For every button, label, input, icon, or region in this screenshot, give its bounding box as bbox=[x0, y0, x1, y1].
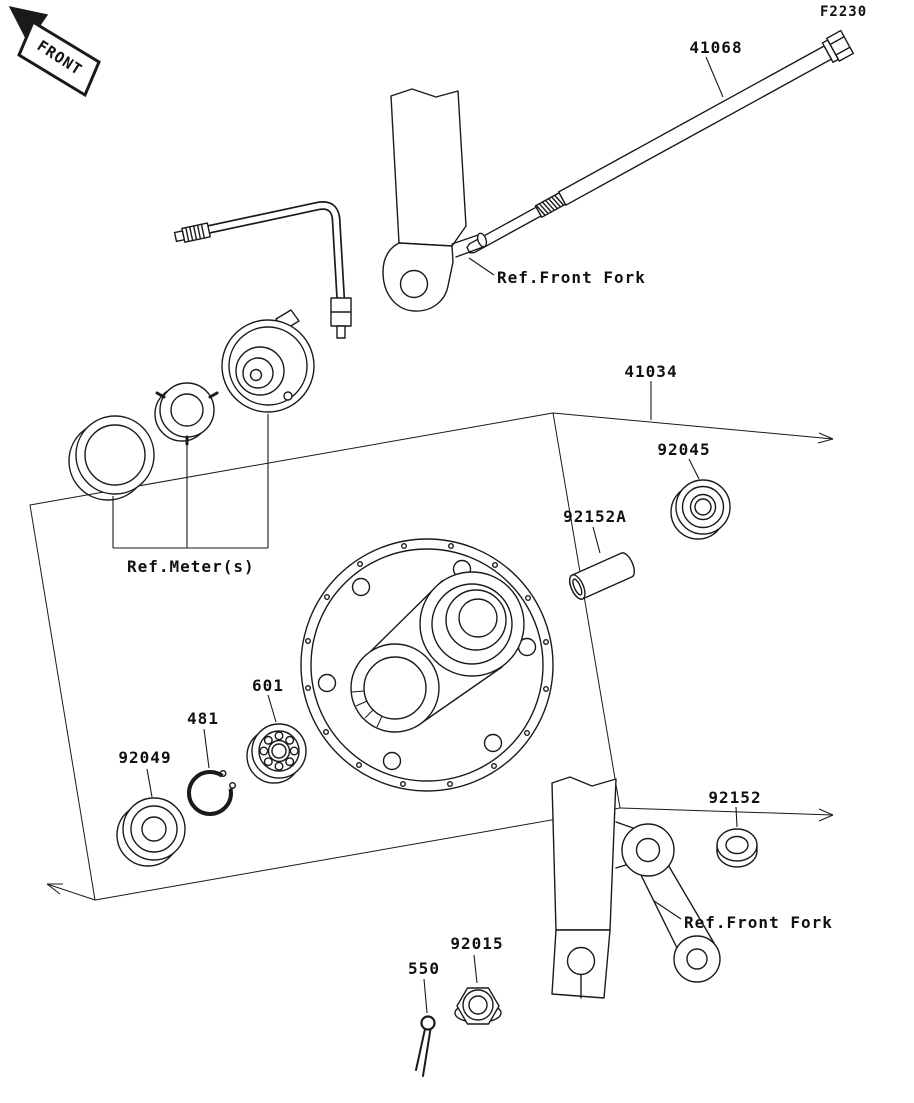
callout-seal: 92049 bbox=[118, 748, 171, 767]
callout-bearing-up: 92045 bbox=[657, 440, 710, 459]
leader-601 bbox=[267, 694, 277, 723]
leader-92152 bbox=[735, 806, 738, 828]
callout-axle: 41068 bbox=[689, 38, 742, 57]
front-direction-flag: FRONT bbox=[8, 6, 101, 98]
ref-meter: Ref.Meter(s) bbox=[127, 557, 255, 576]
bolt-holes bbox=[317, 559, 537, 771]
collar-inner-part bbox=[569, 552, 635, 600]
bearing-balls bbox=[259, 731, 299, 771]
leader-481 bbox=[203, 728, 210, 769]
front-axle-part bbox=[466, 29, 854, 254]
leader-41068 bbox=[705, 56, 724, 98]
part-callouts: 41068 41034 92045 92152A 92152 92049 481… bbox=[118, 38, 761, 978]
axle-nut-part bbox=[454, 987, 502, 1025]
ref-front-fork-lower: Ref.Front Fork bbox=[684, 913, 833, 932]
leader-92045 bbox=[688, 458, 700, 480]
front-hub-part bbox=[300, 538, 554, 792]
speedometer-cable-part bbox=[173, 201, 352, 339]
meter-housing-ring-part bbox=[68, 415, 155, 501]
meter-gear-drive-part bbox=[221, 309, 315, 413]
front-fork-lower-part bbox=[551, 776, 721, 999]
assembly-group-outline bbox=[29, 412, 834, 901]
spoke-holes bbox=[305, 543, 550, 788]
leader-550 bbox=[423, 978, 428, 1014]
axle-hole bbox=[399, 269, 429, 299]
circlip-part bbox=[187, 770, 236, 816]
callout-nut: 92015 bbox=[450, 934, 503, 953]
callout-cotter: 550 bbox=[408, 959, 440, 978]
collar-right-part bbox=[716, 828, 758, 868]
leader-lines bbox=[146, 56, 738, 1014]
oil-seal-part bbox=[116, 797, 186, 867]
leader-ref-fork-upper bbox=[468, 257, 495, 276]
bearing-upper-part bbox=[670, 479, 731, 540]
meter-retainer-ring-part bbox=[154, 382, 219, 446]
reference-callouts: Ref.Front Fork Ref.Front Fork Ref.Meter(… bbox=[127, 268, 833, 932]
callout-hub: 41034 bbox=[624, 362, 677, 381]
leader-92152A bbox=[592, 526, 601, 554]
leader-92015 bbox=[473, 954, 478, 984]
callout-circlip: 481 bbox=[187, 709, 219, 728]
leader-92049 bbox=[146, 768, 153, 798]
leader-ref-fork-lower bbox=[653, 900, 682, 920]
callout-bearing: 601 bbox=[252, 676, 284, 695]
fiche-code: F2230 bbox=[820, 4, 867, 20]
callout-collar-a: 92152A bbox=[563, 507, 627, 526]
meter-reference-bracket bbox=[112, 414, 269, 549]
ref-front-fork-upper: Ref.Front Fork bbox=[497, 268, 646, 287]
cotter-pin-part bbox=[415, 1015, 436, 1077]
callout-collar: 92152 bbox=[708, 788, 761, 807]
ball-bearing-part bbox=[246, 723, 307, 784]
front-fork-upper-part bbox=[382, 88, 488, 312]
